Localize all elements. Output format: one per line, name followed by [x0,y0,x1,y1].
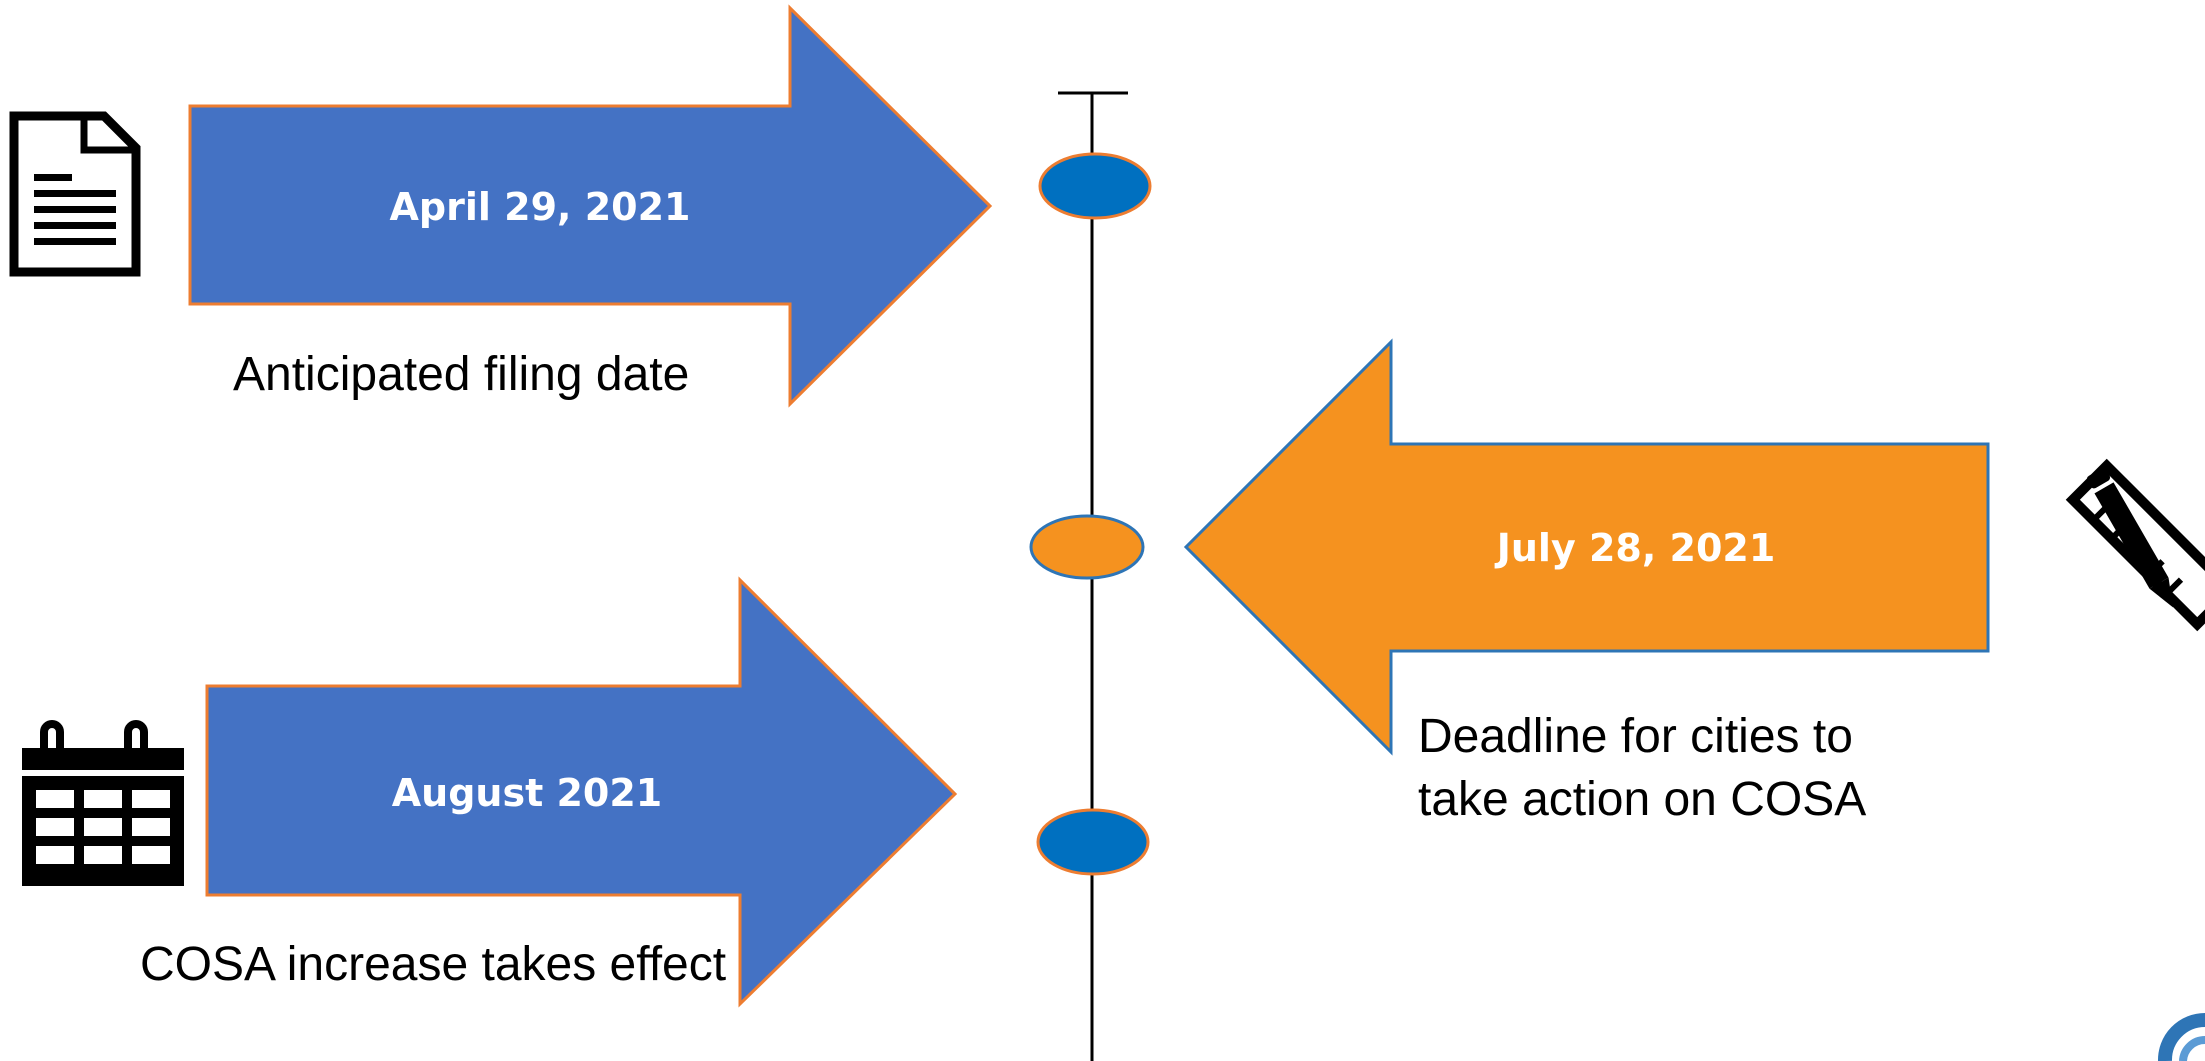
event-july-caption-line1: Deadline for cities to [1418,710,1853,763]
event-april-arrow: April 29, 2021 [188,4,993,408]
event-april-date: April 29, 2021 [390,185,691,229]
event-july-arrow: July 28, 2021 [1183,338,1990,756]
pencil-ruler-icon [2065,458,2205,632]
logo-icon [2158,1013,2205,1061]
calendar-icon [22,720,184,886]
event-april-marker [1038,152,1152,220]
event-july-caption-line2: take action on COSA [1418,773,1866,826]
event-april-caption: Anticipated filing date [233,348,689,401]
event-july-date: July 28, 2021 [1494,526,1776,570]
event-august-caption: COSA increase takes effect [140,938,726,991]
document-icon [9,111,141,277]
event-august-arrow: August 2021 [205,576,958,1008]
event-july-marker [1029,514,1145,580]
event-august-date: August 2021 [392,771,663,815]
event-august-marker [1036,808,1150,876]
